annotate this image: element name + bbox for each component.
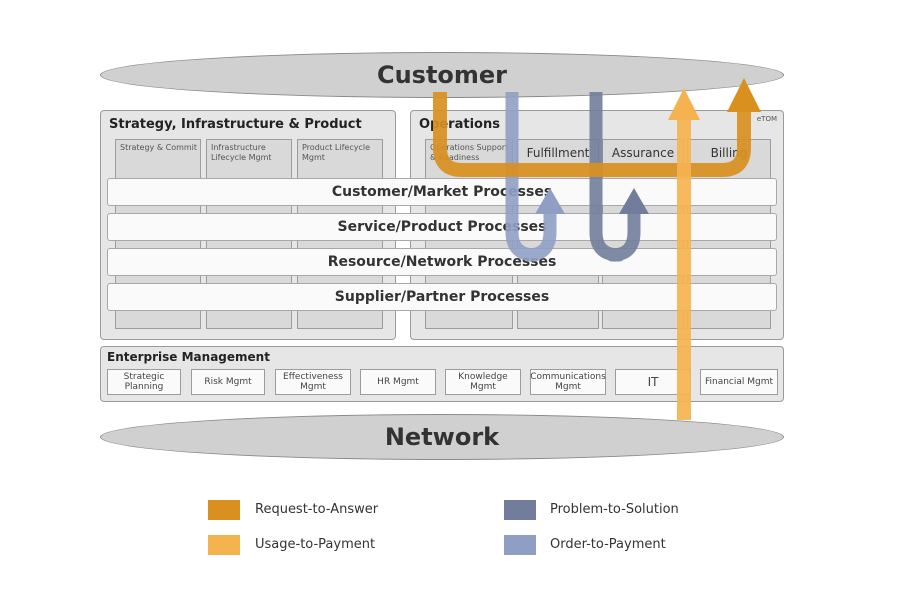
sip-column-label: Product Lifecycle Mgmt bbox=[302, 143, 371, 162]
enterprise-box: Communications Mgmt bbox=[530, 369, 606, 395]
enterprise-title: Enterprise Management bbox=[107, 350, 270, 364]
process-band: Customer/Market Processes bbox=[107, 178, 777, 206]
etom-badge: eTOM bbox=[756, 115, 777, 123]
sip-title: Strategy, Infrastructure & Product bbox=[109, 117, 362, 132]
enterprise-box: HR Mgmt bbox=[360, 369, 436, 395]
usage-to-payment-arrowhead bbox=[668, 88, 700, 120]
enterprise-box: Financial Mgmt bbox=[700, 369, 778, 395]
network-label: Network bbox=[384, 423, 500, 451]
order-to-payment-arrowhead bbox=[535, 188, 565, 214]
enterprise-box: Strategic Planning bbox=[107, 369, 181, 395]
request-to-answer-flow bbox=[433, 92, 751, 177]
operations-column-label: Operations Support & Readiness bbox=[430, 143, 509, 162]
problem-to-solution-flow bbox=[589, 92, 641, 262]
enterprise-box: Risk Mgmt bbox=[191, 369, 265, 395]
legend-label: Order-to-Payment bbox=[550, 537, 666, 552]
process-band: Resource/Network Processes bbox=[107, 248, 777, 276]
legend-label: Problem-to-Solution bbox=[550, 502, 679, 517]
operations-column-label: Assurance bbox=[611, 146, 675, 160]
legend-swatch-problem-to-solution bbox=[504, 500, 536, 520]
problem-to-solution-arrowhead bbox=[619, 188, 649, 214]
legend-label: Usage-to-Payment bbox=[255, 537, 376, 552]
legend-swatch-usage-to-payment bbox=[208, 535, 240, 555]
legend-swatch-request-to-answer bbox=[208, 500, 240, 520]
legend-swatch-order-to-payment bbox=[504, 535, 536, 555]
legend-label: Request-to-Answer bbox=[255, 502, 379, 517]
enterprise-box: Effectiveness Mgmt bbox=[275, 369, 351, 395]
network-ellipse: Network bbox=[100, 414, 784, 460]
customer-ellipse: Customer bbox=[100, 52, 784, 98]
sip-column-label: Infrastructure Lifecycle Mgmt bbox=[211, 143, 272, 162]
customer-label: Customer bbox=[376, 61, 508, 89]
enterprise-box: Knowledge Mgmt bbox=[445, 369, 521, 395]
operations-column-label: Fulfillment bbox=[526, 146, 590, 160]
sip-column-label: Strategy & Commit bbox=[120, 143, 198, 152]
process-band: Service/Product Processes bbox=[107, 213, 777, 241]
order-to-payment-flow bbox=[505, 92, 557, 262]
process-band: Supplier/Partner Processes bbox=[107, 283, 777, 311]
request-to-answer-arrowhead bbox=[727, 78, 761, 112]
